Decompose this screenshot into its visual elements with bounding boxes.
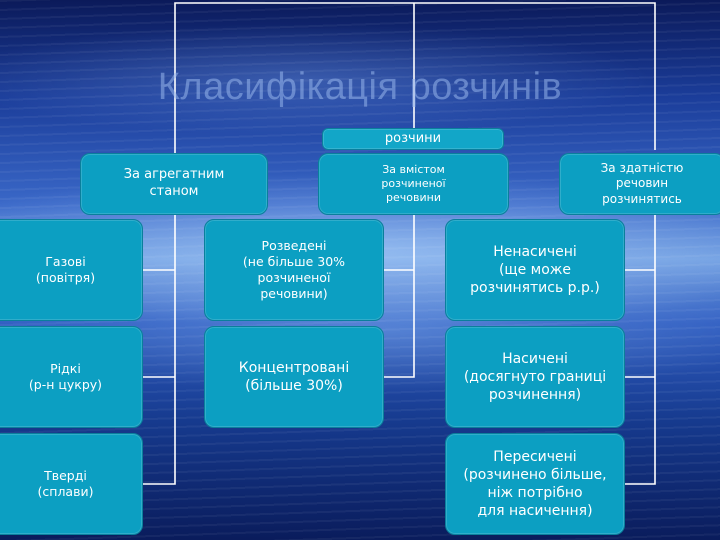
root-node: розчини (322, 128, 504, 150)
category-aggregate-state: За агрегатним станом (80, 153, 268, 215)
leaf-label: Ненасичені (ще може розчинятись р.р.) (470, 243, 600, 297)
connector-top (174, 2, 656, 215)
category-solubility: За здатністю речовин розчинятись (559, 153, 720, 215)
leaf-label: Газові (повітря) (35, 253, 96, 285)
category-label: За вмістом розчиненої речовини (381, 162, 446, 205)
leaf-label: Тверді (сплави) (37, 467, 94, 499)
leaf-label: Рідкі (р-н цукру) (28, 360, 103, 392)
leaf-liquid: Рідкі (р-н цукру) (0, 326, 143, 428)
leaf-concentrated: Концентровані (більше 30%) (204, 326, 384, 428)
leaf-label: Насичені (досягнуто границі розчинення) (463, 350, 607, 404)
page-title: Класифікація розчинів (157, 66, 563, 108)
leaf-diluted: Розведені (не більше 30% розчиненої речо… (204, 219, 384, 321)
category-solute-content: За вмістом розчиненої речовини (318, 153, 509, 215)
leaf-gaseous: Газові (повітря) (0, 219, 143, 321)
leaf-solid: Тверді (сплави) (0, 433, 143, 535)
leaf-label: Розведені (не більше 30% розчиненої речо… (242, 237, 346, 302)
leaf-label: Пересичені (розчинено більше, ніж потріб… (463, 448, 607, 520)
connector-mid (384, 215, 415, 378)
connector-right (625, 215, 656, 485)
category-label: За агрегатним станом (123, 167, 225, 199)
category-label: За здатністю речовин розчинятись (600, 160, 684, 206)
root-label: розчини (384, 130, 442, 146)
leaf-label: Концентровані (більше 30%) (238, 359, 350, 394)
connector-left (143, 215, 176, 485)
leaf-saturated: Насичені (досягнуто границі розчинення) (445, 326, 625, 428)
leaf-unsaturated: Ненасичені (ще може розчинятись р.р.) (445, 219, 625, 321)
leaf-supersaturated: Пересичені (розчинено більше, ніж потріб… (445, 433, 625, 535)
